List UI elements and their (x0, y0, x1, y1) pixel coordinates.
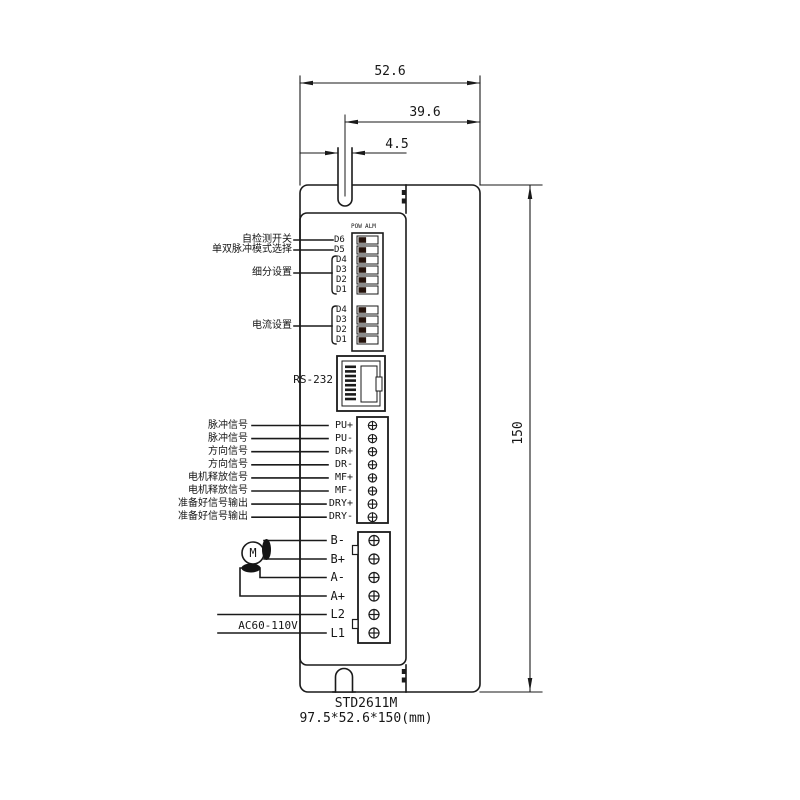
power-terminals (368, 534, 380, 639)
dip-pin-d4: D4 (336, 254, 347, 265)
polarize-key-bottom (351, 618, 359, 630)
dim-slot-to-edge-label: 39.6 (409, 105, 441, 120)
power-leaders (217, 539, 327, 634)
dip-pin-d3: D3 (336, 264, 347, 275)
dip-pin-d1: D1 (336, 284, 347, 295)
ac-supply-label: AC60-110V (238, 619, 298, 632)
signal-leaders (251, 424, 329, 519)
signal-cn-7: 准备好信号输出 (178, 511, 248, 523)
signal-cn-3: 方向信号 (208, 458, 248, 470)
dimension-width-52-6 (299, 75, 481, 186)
rs232-pin-comb (345, 365, 356, 401)
signal-pin-7: DRY- (328, 511, 353, 523)
cover-clip-ticks (401, 190, 407, 683)
callout-current: 电流设置 (252, 319, 292, 331)
signal-cn-6: 准备好信号输出 (178, 498, 248, 510)
signal-cn-5: 电机释放信号 (188, 485, 248, 496)
power-pin-a-plus: A+ (330, 588, 345, 603)
led-alm-label: ALM (365, 223, 376, 230)
signal-pin-4: MF+ (334, 471, 353, 483)
power-pin-b-minus: B- (330, 533, 345, 547)
polarize-key-top (351, 544, 359, 556)
dip-pin-d6: D6 (334, 234, 345, 245)
motor-letter: M (249, 545, 257, 560)
bottom-mounting-notch (332, 667, 356, 693)
dimension-height-150 (479, 184, 543, 693)
led-pow-label: POW (351, 223, 362, 230)
signal-terminals (367, 420, 378, 523)
callout-microstep: 细分设置 (252, 266, 292, 278)
model-number: STD2611M (334, 696, 398, 711)
motor-symbol (241, 539, 271, 573)
dip2-pin-d3: D3 (336, 314, 347, 325)
dimension-39-6 (344, 119, 481, 125)
signal-pin-0: PU+ (334, 419, 353, 431)
callout-self-test: 自检测开关 (242, 233, 292, 245)
signal-cn-1: 脉冲信号 (208, 432, 248, 444)
dip2-pin-d2: D2 (336, 324, 347, 335)
top-mounting-slot (337, 114, 353, 207)
power-pin-a-minus: A- (330, 570, 345, 584)
signal-pin-2: DR+ (334, 445, 353, 457)
dim-slot-width-label: 4.5 (385, 137, 409, 152)
overall-size: 97.5*52.6*150(mm) (299, 711, 433, 726)
dip-group-brackets (331, 255, 337, 345)
signal-pin-6: DRY+ (328, 498, 353, 510)
winding-a-icon (241, 563, 261, 573)
signal-cn-2: 方向信号 (208, 445, 248, 457)
power-pin-b-plus: B+ (330, 551, 345, 566)
rs232-label: RS-232 (293, 373, 333, 386)
signal-terminal-block (251, 416, 389, 524)
callout-pulse-mode: 单双脉冲模式选择 (212, 243, 292, 255)
power-pin-l1: L1 (330, 625, 345, 640)
dip2-pin-d4: D4 (336, 304, 347, 315)
rs232-jack (336, 355, 386, 412)
dip-callout-leaders (293, 239, 334, 327)
signal-pin-5: MF- (334, 485, 353, 496)
signal-pin-3: DR- (334, 458, 353, 470)
power-pin-l2: L2 (330, 607, 345, 621)
dimension-slot-4-5 (299, 150, 407, 156)
signal-cn-0: 脉冲信号 (208, 419, 248, 431)
dip-pin-d2: D2 (336, 274, 347, 285)
signal-pin-1: PU- (334, 432, 353, 444)
dip-pin-d5: D5 (334, 244, 345, 255)
dip2-pin-d1: D1 (336, 334, 347, 345)
dip-switch-block (293, 232, 384, 352)
winding-b-icon (262, 539, 271, 560)
signal-cn-4: 电机释放信号 (188, 471, 248, 483)
dim-height-label: 150 (511, 421, 527, 445)
power-terminal-block (217, 531, 391, 644)
dim-width-label: 52.6 (374, 64, 406, 79)
dip-switches (356, 235, 379, 345)
